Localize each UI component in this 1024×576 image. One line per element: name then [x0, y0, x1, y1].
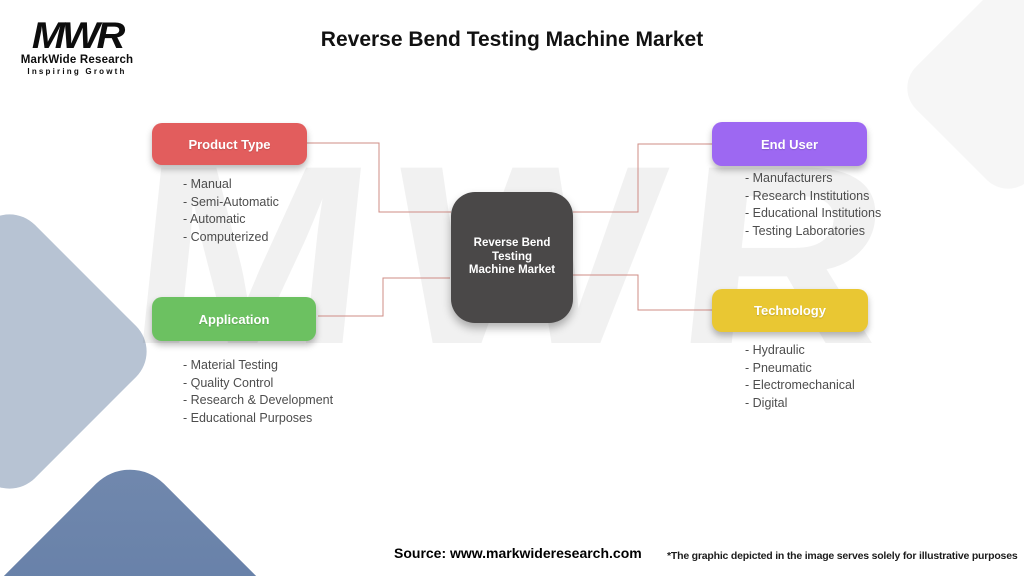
- list-item: - Computerized: [183, 229, 269, 244]
- node-application: Application: [152, 297, 316, 341]
- list-item: - Pneumatic: [745, 360, 812, 375]
- list-item: - Digital: [745, 395, 788, 410]
- decor-diamond-dark: [0, 449, 343, 576]
- disclaimer-text: *The graphic depicted in the image serve…: [667, 550, 1018, 562]
- connector-technology: [573, 274, 712, 311]
- node-end-user-label: End User: [760, 136, 819, 152]
- center-node-label: Reverse Bend Testing Machine Market: [468, 237, 556, 277]
- node-end-user: End User: [712, 122, 867, 166]
- node-technology-label: Technology: [754, 303, 826, 318]
- list-item: - Research & Development: [183, 393, 334, 408]
- node-technology: Technology: [712, 289, 868, 332]
- list-item: - Electromechanical: [745, 378, 855, 393]
- list-item: - Quality Control: [183, 375, 274, 390]
- connector-application: [318, 277, 450, 317]
- list-item: - Manufacturers: [745, 171, 833, 185]
- markwide-logo: MWR MarkWide Research Inspiring Growth: [14, 15, 140, 76]
- logo-tagline: Inspiring Growth: [27, 66, 127, 76]
- list-item: - Testing Laboratories: [745, 223, 865, 238]
- connector-product-type: [307, 142, 451, 213]
- decor-diamond-light: [0, 199, 162, 504]
- list-item: - Automatic: [183, 212, 246, 227]
- list-item: - Hydraulic: [745, 343, 805, 357]
- node-product-type: Product Type: [152, 123, 307, 165]
- center-node: Reverse Bend Testing Machine Market: [451, 192, 573, 323]
- technology-items: - Hydraulic - Pneumatic - Electromechani…: [745, 342, 855, 412]
- list-item: - Manual: [183, 177, 232, 191]
- node-product-type-label: Product Type: [188, 136, 271, 152]
- list-item: - Research Institutions: [745, 188, 870, 203]
- list-item: - Semi-Automatic: [183, 194, 279, 209]
- logo-name: MarkWide Research: [20, 53, 134, 66]
- source-text: Source: www.markwideresearch.com: [394, 545, 642, 561]
- application-items: - Material Testing - Quality Control - R…: [183, 357, 333, 427]
- list-item: - Educational Purposes: [183, 410, 313, 425]
- list-item: - Educational Institutions: [745, 206, 882, 221]
- connector-end-user: [573, 143, 712, 213]
- page-title: Reverse Bend Testing Machine Market: [320, 28, 704, 51]
- list-item: - Material Testing: [183, 358, 278, 372]
- end-user-items: - Manufacturers - Research Institutions …: [745, 170, 881, 240]
- node-application-label: Application: [198, 311, 270, 327]
- product-type-items: - Manual - Semi-Automatic - Automatic - …: [183, 176, 279, 246]
- logo-monogram: MWR: [31, 15, 125, 56]
